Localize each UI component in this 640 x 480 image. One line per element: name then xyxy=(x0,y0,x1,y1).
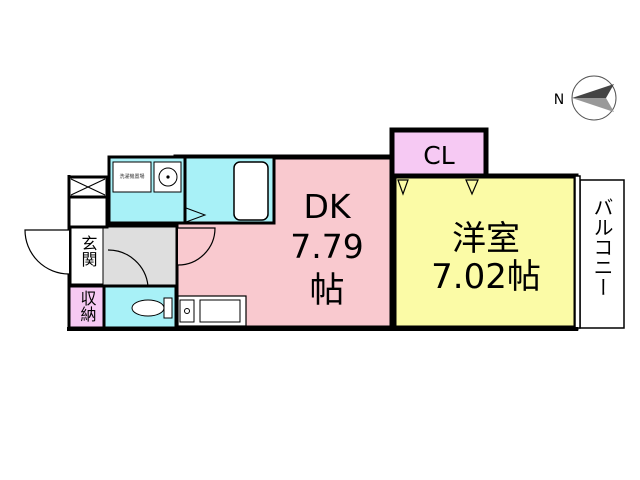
bathtub xyxy=(233,161,269,221)
closet xyxy=(389,127,489,179)
closet-door-left xyxy=(397,179,409,196)
kitchen-drain xyxy=(184,308,190,314)
laundry-space xyxy=(112,161,152,193)
balcony-label: バルコニー xyxy=(590,197,614,297)
western-area: 7.02帖 xyxy=(431,257,541,297)
washbasin-drain xyxy=(166,175,170,179)
toilet-tank xyxy=(163,297,173,319)
entrance-label: 玄関 xyxy=(79,235,98,268)
balcony-sill xyxy=(574,175,581,329)
meter-box-cross-2 xyxy=(70,178,106,196)
shoe-step xyxy=(70,227,104,285)
compass: N xyxy=(554,75,617,121)
toilet-bowl xyxy=(131,299,165,317)
balcony xyxy=(579,179,625,329)
dk-door-swing xyxy=(177,227,216,266)
compass-needle-dark xyxy=(572,84,614,98)
toilet-door-swing xyxy=(107,249,149,287)
compass-needle-light xyxy=(572,98,614,112)
compass-north-label: N xyxy=(554,92,564,108)
dk-unit: 帖 xyxy=(309,271,344,311)
dk-label: DK xyxy=(303,187,351,226)
closet-door-right xyxy=(465,179,479,196)
stove xyxy=(199,299,241,323)
western-label: 洋室 xyxy=(452,219,520,259)
entry-door-swing xyxy=(24,229,70,275)
upper-hall xyxy=(67,195,109,229)
storage xyxy=(67,284,106,330)
dk-area: 7.79 xyxy=(290,227,363,266)
laundry-label: 洗濯機置場 xyxy=(119,173,144,180)
closet-label: CL xyxy=(423,141,454,170)
storage-label: 収納 xyxy=(78,290,97,323)
